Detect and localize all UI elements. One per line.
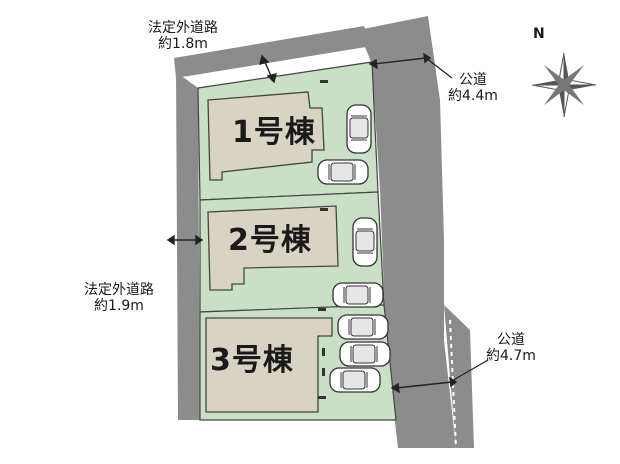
road-width: 約1.8m [158, 36, 208, 53]
road-type: 公道 [458, 72, 487, 88]
compass-icon [531, 52, 597, 118]
parking-car [352, 217, 378, 267]
building-1-outline [207, 91, 325, 181]
private-road [174, 26, 372, 78]
building-label-3: 3号棟 [210, 343, 294, 378]
road-width: 約1.9m [94, 298, 144, 315]
utility-mark [318, 396, 326, 399]
parking-car [337, 314, 389, 340]
road-type: 法定外道路 [148, 20, 218, 36]
parking-car [332, 282, 384, 308]
building-3-outline [205, 317, 333, 413]
compass-north-label: N [533, 26, 545, 42]
road-width: 約4.7m [486, 348, 536, 365]
building-label-1: 1号棟 [232, 115, 316, 150]
parking-car [346, 104, 372, 154]
road-label-private-left: 法定外道路 約1.9m [84, 282, 154, 314]
road-type: 公道 [496, 332, 525, 348]
utility-mark [320, 80, 328, 83]
dimension-arrow [373, 57, 427, 65]
private-road [176, 72, 200, 420]
road-label-public-top: 公道 約4.4m [448, 72, 498, 104]
dimension-arrow [395, 381, 453, 389]
parking-car [339, 341, 391, 367]
parking-car [329, 367, 381, 393]
road-label-private-top: 法定外道路 約1.8m [148, 20, 218, 52]
utility-mark [322, 348, 325, 356]
building-2-outline [207, 205, 339, 291]
road-label-public-bottom: 公道 約4.7m [486, 332, 536, 364]
parking-car [317, 159, 369, 185]
utility-mark [322, 368, 325, 376]
public-road [358, 16, 456, 448]
utility-mark [320, 208, 328, 211]
building-label-2: 2号棟 [228, 223, 312, 258]
road-width: 約4.4m [448, 88, 498, 105]
road-type: 法定外道路 [84, 282, 154, 298]
utility-mark [318, 308, 326, 311]
